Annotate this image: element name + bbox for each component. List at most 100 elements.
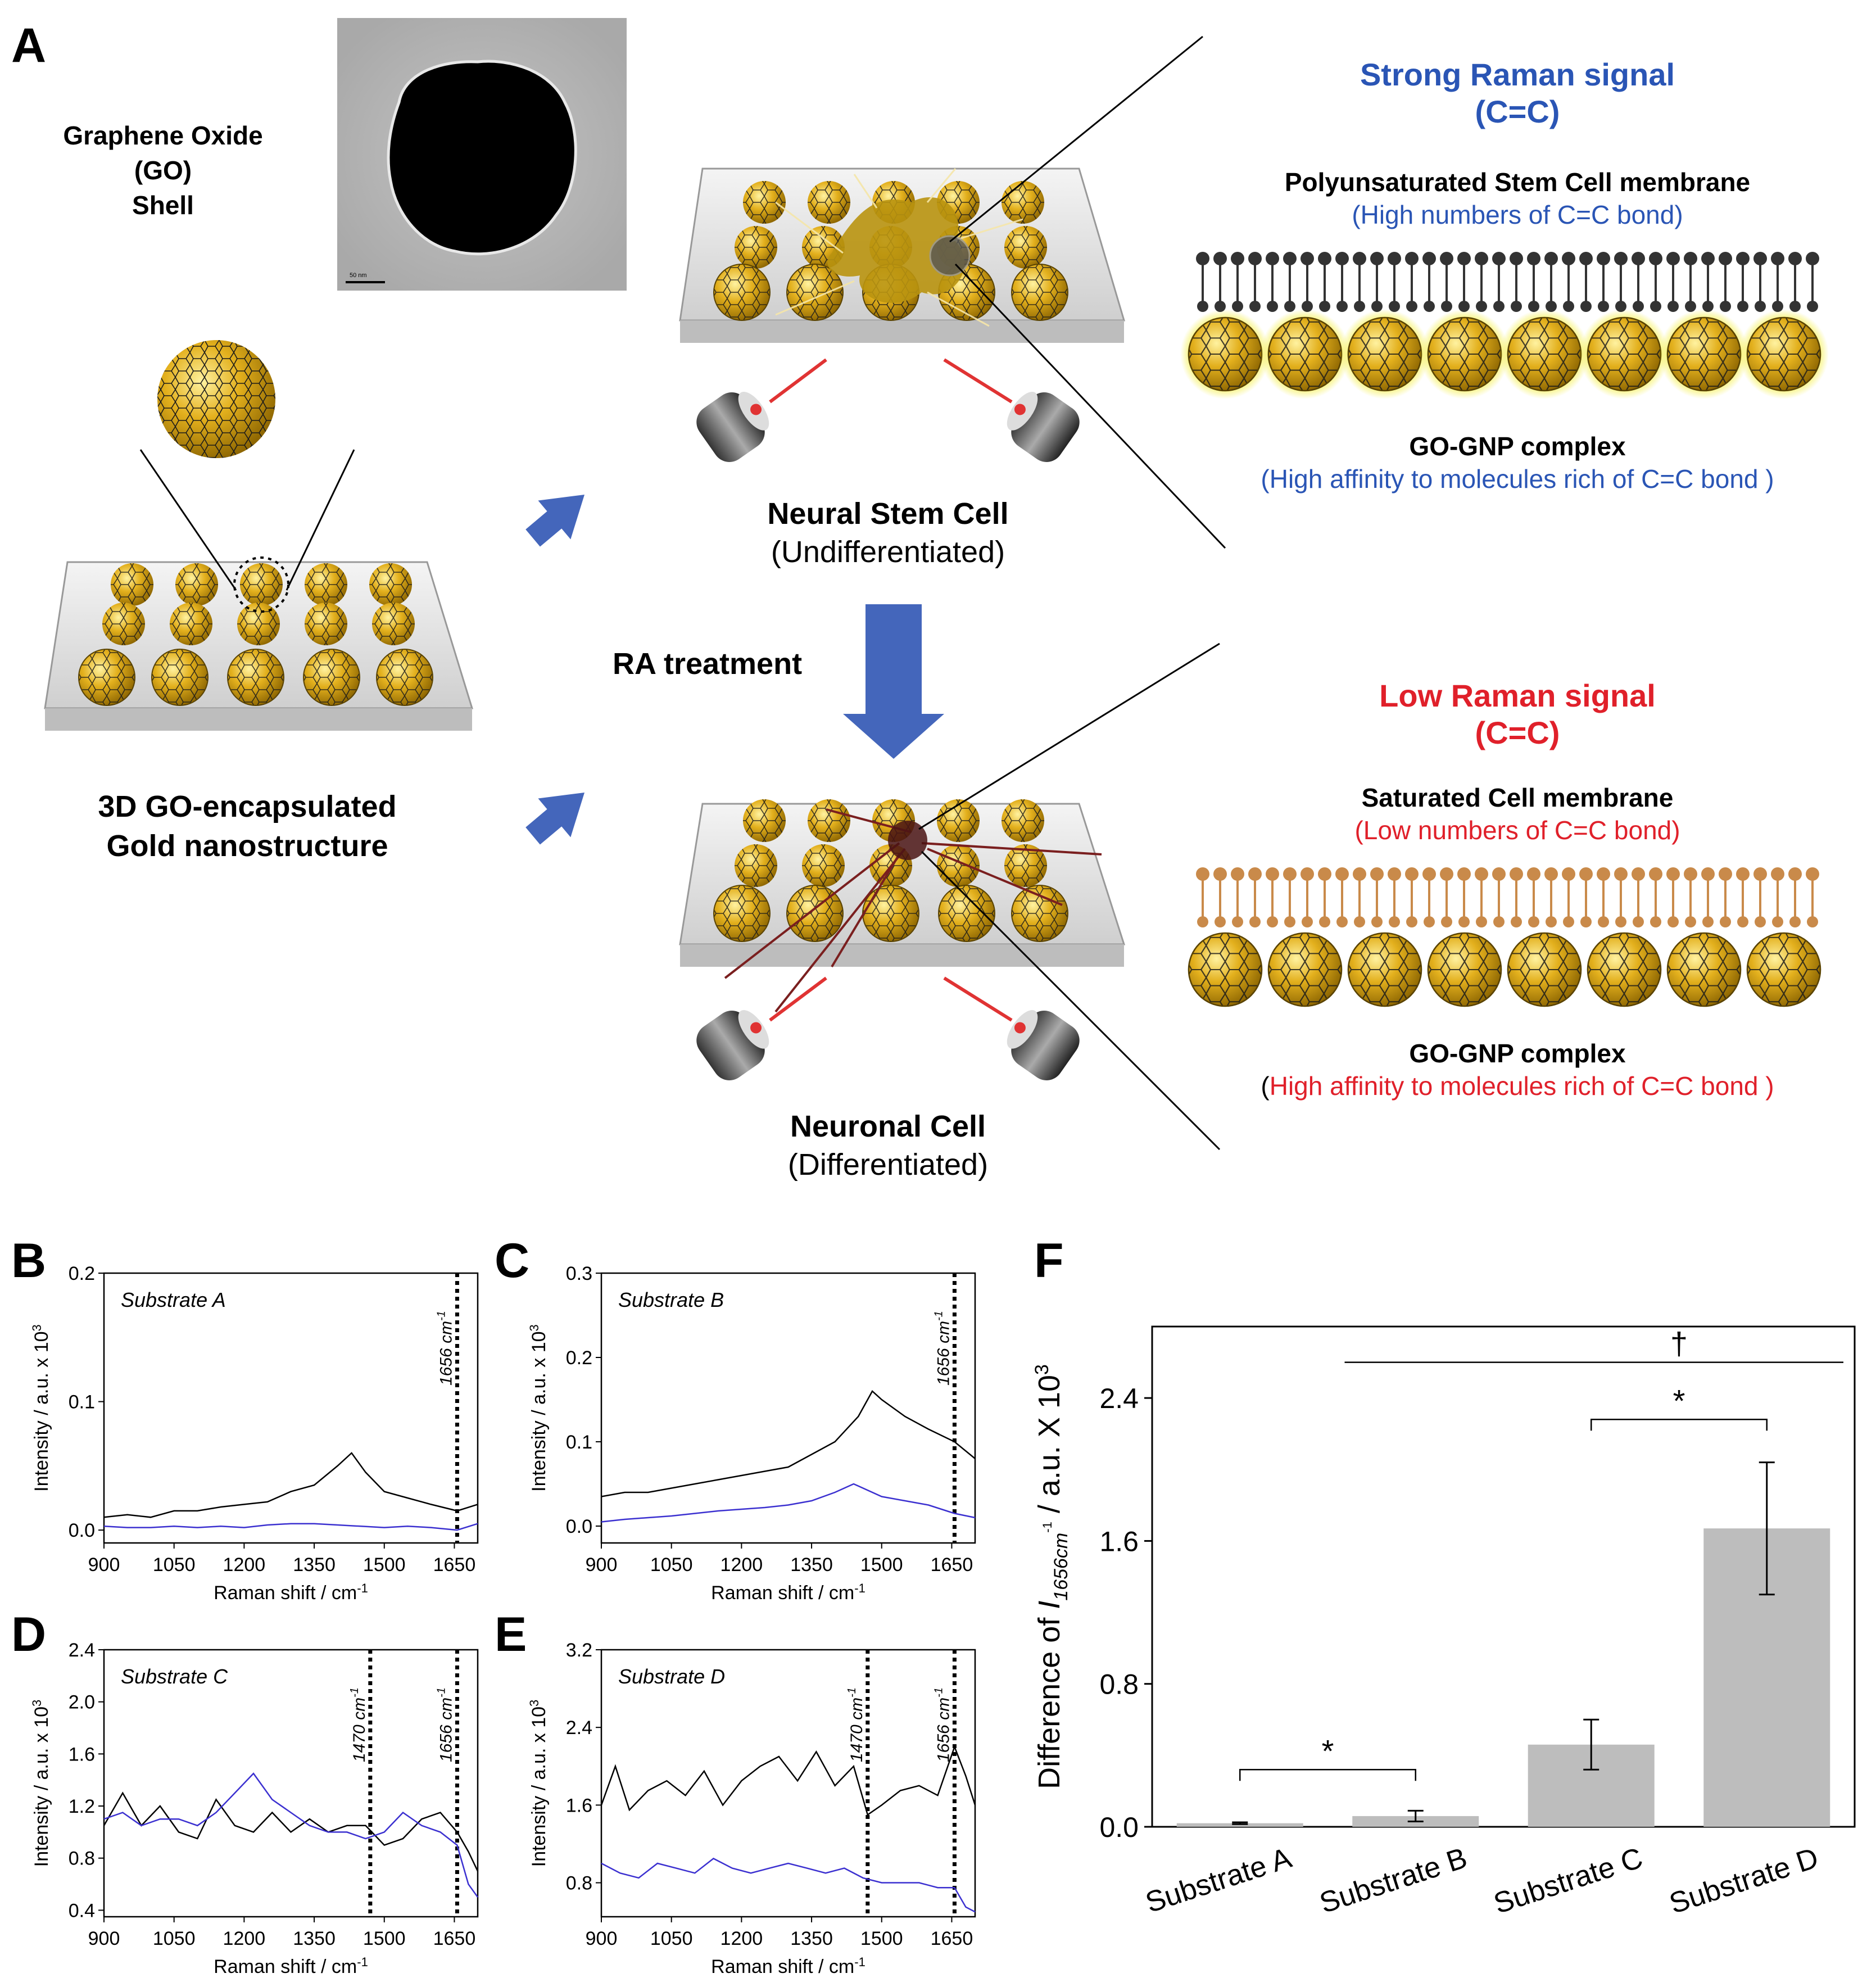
peak-marker-label: 1656 cm-1 — [435, 1687, 455, 1762]
peak-marker-label: 1470 cm-1 — [348, 1687, 369, 1762]
gnp-ball — [1746, 932, 1821, 1007]
plot-frame — [1151, 1325, 1856, 1828]
lipid-head — [1736, 867, 1750, 881]
series-blue — [103, 1772, 479, 1898]
x-axis-label: Raman shift / cm-1 — [711, 1955, 866, 1977]
lipid-head — [1441, 916, 1452, 927]
x-tick-label: 1500 — [860, 1554, 903, 1576]
x-tick-label: 1650 — [433, 1554, 476, 1576]
substrate-annotation: Substrate A — [121, 1288, 226, 1311]
lower-complex-paren: ( — [1261, 1071, 1270, 1101]
arrow-down — [843, 604, 944, 759]
y-tick-label: 2.4 — [69, 1640, 95, 1661]
y-tick-label: 2.4 — [566, 1717, 592, 1739]
substrate-annotation: Substrate C — [121, 1665, 228, 1688]
left-substrate — [44, 340, 474, 731]
lipid-head — [1248, 252, 1262, 265]
lipid-head — [1771, 252, 1784, 265]
lipid-head — [1632, 867, 1645, 881]
plot-frame — [600, 1272, 976, 1544]
lipid-head — [1788, 252, 1802, 265]
panel-label-a: A — [11, 19, 47, 73]
y-axis-label: Intensity / a.u. x 103 — [527, 1700, 550, 1867]
gnp-ball — [1267, 932, 1343, 1007]
lipid-head — [1266, 867, 1279, 881]
lipid-head — [1614, 867, 1628, 881]
lipid-head — [1336, 916, 1348, 927]
lipid-head — [1215, 916, 1226, 927]
lipid-head — [1458, 916, 1470, 927]
lipid-head — [1318, 252, 1331, 265]
lipid-head — [1335, 252, 1349, 265]
lipid-head — [1527, 867, 1540, 881]
gnp-ball — [1507, 316, 1582, 392]
y-axis-label: Intensity / a.u. x 103 — [30, 1324, 52, 1492]
lipid-head — [1771, 867, 1784, 881]
lipid-head — [1370, 252, 1384, 265]
lipid-head — [1737, 301, 1748, 312]
lipid-head — [1633, 301, 1644, 312]
lipid-head — [1371, 916, 1383, 927]
panel-label-f: F — [1034, 1234, 1064, 1288]
x-tick-label: 1350 — [293, 1928, 336, 1949]
lower-plate — [679, 642, 1221, 1151]
neuron-subtitle: (Differentiated) — [787, 1148, 989, 1182]
lipid-head — [1370, 867, 1384, 881]
gnp-ball — [1587, 932, 1662, 1007]
lipid-head — [1493, 916, 1505, 927]
lipid-head — [1598, 301, 1609, 312]
gnp-ball — [1188, 316, 1263, 392]
x-axis-label: Raman shift / cm-1 — [711, 1581, 866, 1604]
lipid-head — [1789, 916, 1801, 927]
lipid-head — [1249, 301, 1261, 312]
lipid-head — [1527, 252, 1540, 265]
substrate-title-line2: Gold nanostructure — [106, 829, 388, 863]
lipid-head — [1248, 867, 1262, 881]
x-tick-label: 1050 — [650, 1554, 693, 1576]
x-tick-label: 1650 — [931, 1554, 973, 1576]
lipid-head — [1736, 252, 1750, 265]
lipid-head — [1319, 301, 1330, 312]
y-tick-label: 0.0 — [69, 1520, 95, 1541]
significance-label: † — [1670, 1326, 1688, 1361]
y-tick-label: 0.8 — [69, 1848, 95, 1870]
schematic-art — [44, 35, 1829, 1151]
lipid-head — [1389, 916, 1400, 927]
lipid-head — [1300, 867, 1314, 881]
lipid-head — [1755, 916, 1766, 927]
gnp-ball — [1746, 316, 1821, 392]
lipid-head — [1440, 252, 1453, 265]
lipid-head — [1475, 252, 1488, 265]
y-tick-label: 0.0 — [1099, 1812, 1139, 1843]
tem-image: 50 nm — [337, 18, 627, 291]
x-tick-label: 1500 — [860, 1928, 903, 1949]
upper-membrane-title: Polyunsaturated Stem Cell membrane — [1284, 168, 1751, 197]
series-black — [103, 1791, 479, 1872]
lipid-head — [1232, 916, 1243, 927]
plot-frame — [103, 1649, 479, 1918]
series-blue — [601, 1857, 976, 1913]
gnp-ball — [1666, 316, 1742, 392]
panel-label-c: C — [495, 1234, 530, 1288]
series-blue — [601, 1483, 976, 1523]
x-tick-label: 1650 — [931, 1928, 973, 1949]
lipid-head — [1388, 867, 1401, 881]
y-tick-label: 2.0 — [69, 1692, 95, 1713]
peak-marker-label: 1656 cm-1 — [435, 1311, 455, 1386]
lipid-head — [1562, 867, 1575, 881]
lipid-head — [1405, 252, 1419, 265]
lipid-head — [1510, 252, 1523, 265]
significance-label: * — [1322, 1733, 1334, 1768]
x-tick-label: 900 — [88, 1928, 120, 1949]
arrow-upper — [516, 475, 601, 558]
lipid-head — [1492, 252, 1506, 265]
lipid-head — [1441, 301, 1452, 312]
plot-frame — [600, 1649, 976, 1918]
lipid-head — [1284, 301, 1295, 312]
y-tick-label: 0.4 — [69, 1900, 95, 1921]
lipid-head — [1283, 252, 1297, 265]
lipid-head — [1457, 252, 1471, 265]
x-tick-label: 1050 — [153, 1928, 196, 1949]
